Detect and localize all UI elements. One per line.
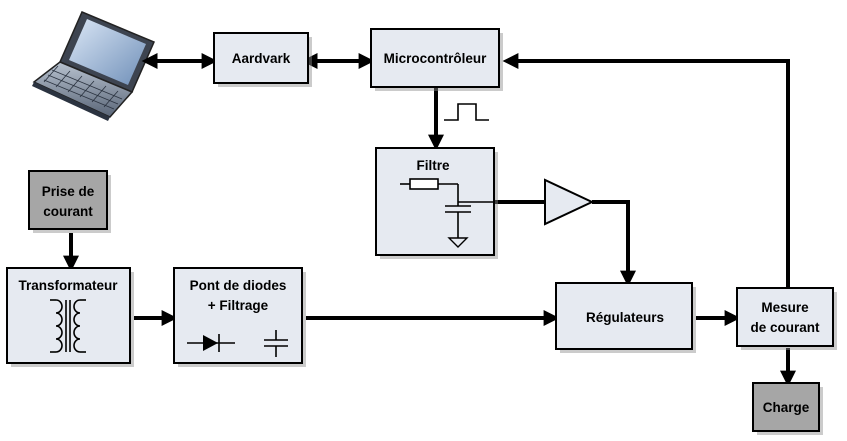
capacitor-icon (264, 330, 288, 357)
filter-block: Filtre (375, 147, 498, 259)
laptop-icon (32, 11, 155, 121)
load-label: Charge (763, 400, 810, 415)
bridge-label-line1: Pont de diodes (190, 278, 287, 293)
rc-filter-icon (400, 178, 494, 248)
power-outlet-block: Prise de courant (28, 170, 111, 233)
filter-label: Filtre (416, 158, 449, 173)
microcontroller-block: Microcontrôleur (370, 28, 503, 91)
current-label-line2: de courant (750, 320, 820, 335)
connection-wires (63, 53, 796, 387)
bridge-label-line2: + Filtrage (208, 298, 269, 313)
diode-bridge-block: Pont de diodes + Filtrage (173, 267, 306, 367)
aardvark-block: Aardvark (213, 32, 312, 87)
transformer-coil-icon (50, 299, 86, 353)
regulators-label: Régulateurs (586, 310, 664, 325)
diode-icon (187, 334, 235, 352)
aardvark-label: Aardvark (232, 51, 291, 66)
current-measurement-block: Mesure de courant (736, 287, 837, 350)
amplifier-triangle-icon (544, 178, 595, 226)
transformer-label: Transformateur (18, 278, 118, 293)
square-wave-icon (444, 103, 489, 121)
load-block: Charge (752, 382, 823, 435)
regulators-block: Régulateurs (555, 282, 696, 353)
outlet-label-line2: courant (43, 204, 93, 219)
outlet-label-line1: Prise de (42, 184, 95, 199)
microcontroller-label: Microcontrôleur (384, 51, 488, 66)
current-label-line1: Mesure (761, 300, 809, 315)
transformer-block: Transformateur (6, 267, 134, 367)
